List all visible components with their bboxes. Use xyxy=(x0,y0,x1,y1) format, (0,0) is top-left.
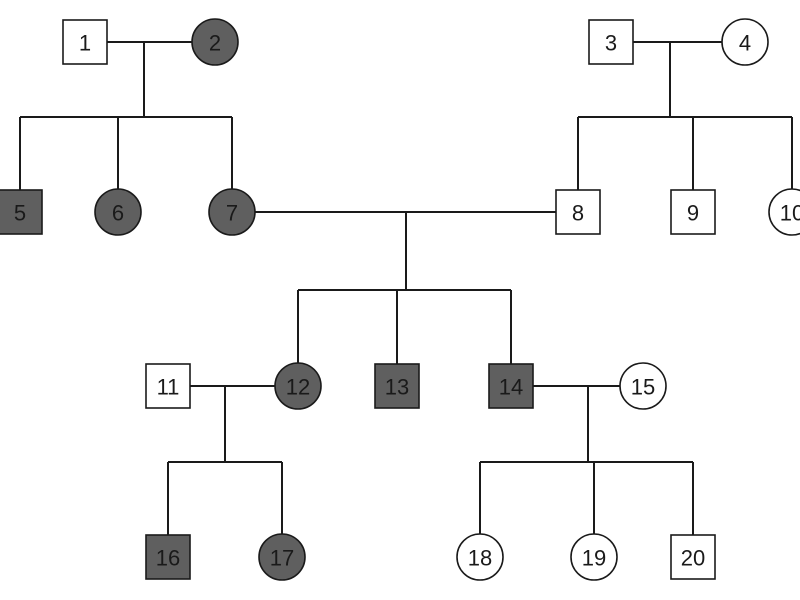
affected-female-circle xyxy=(274,362,322,410)
individual-label-14: 14 xyxy=(499,375,523,400)
unaffected-female-circle xyxy=(570,533,618,581)
unaffected-female-circle xyxy=(721,18,769,66)
individual-6: 6 xyxy=(94,188,142,236)
individual-label-16: 16 xyxy=(156,546,180,571)
individual-17: 17 xyxy=(258,533,306,581)
affected-female-circle xyxy=(208,188,256,236)
affected-female-circle xyxy=(191,18,239,66)
individual-2: 2 xyxy=(191,18,239,66)
individual-label-15: 15 xyxy=(631,375,655,400)
individual-16: 16 xyxy=(145,534,191,580)
individual-label-18: 18 xyxy=(468,546,492,571)
unaffected-male-square xyxy=(588,19,634,65)
affected-female-circle xyxy=(258,533,306,581)
individual-12: 12 xyxy=(274,362,322,410)
individual-label-8: 8 xyxy=(572,201,584,226)
individual-label-5: 5 xyxy=(14,201,26,226)
individual-19: 19 xyxy=(570,533,618,581)
unaffected-female-circle xyxy=(456,533,504,581)
individual-label-20: 20 xyxy=(681,546,705,571)
individual-18: 18 xyxy=(456,533,504,581)
individual-label-4: 4 xyxy=(739,31,751,56)
individual-label-19: 19 xyxy=(582,546,606,571)
individual-9: 9 xyxy=(670,189,716,235)
individual-15: 15 xyxy=(619,362,667,410)
unaffected-male-square xyxy=(145,363,191,409)
individual-20: 20 xyxy=(670,534,716,580)
individual-4: 4 xyxy=(721,18,769,66)
individual-label-1: 1 xyxy=(79,31,91,56)
pedigree-lines xyxy=(19,41,793,557)
individual-label-10: 10 xyxy=(780,201,800,226)
individual-1: 1 xyxy=(62,19,108,65)
individual-label-2: 2 xyxy=(209,31,221,56)
unaffected-male-square xyxy=(555,189,601,235)
individual-13: 13 xyxy=(374,363,420,409)
unaffected-female-circle xyxy=(619,362,667,410)
unaffected-female-circle xyxy=(768,188,800,236)
individual-11: 11 xyxy=(145,363,191,409)
individual-label-13: 13 xyxy=(385,375,409,400)
affected-male-square xyxy=(0,189,43,235)
affected-male-square xyxy=(488,363,534,409)
individual-label-9: 9 xyxy=(687,201,699,226)
individual-label-3: 3 xyxy=(605,31,617,56)
unaffected-male-square xyxy=(670,534,716,580)
individual-3: 3 xyxy=(588,19,634,65)
individual-7: 7 xyxy=(208,188,256,236)
affected-male-square xyxy=(374,363,420,409)
unaffected-male-square xyxy=(670,189,716,235)
individual-label-12: 12 xyxy=(286,375,310,400)
affected-male-square xyxy=(145,534,191,580)
individual-14: 14 xyxy=(488,363,534,409)
individual-8: 8 xyxy=(555,189,601,235)
individual-label-11: 11 xyxy=(157,375,180,400)
individual-label-6: 6 xyxy=(112,201,124,226)
individual-10: 10 xyxy=(768,188,800,236)
affected-female-circle xyxy=(94,188,142,236)
individual-label-7: 7 xyxy=(226,201,238,226)
unaffected-male-square xyxy=(62,19,108,65)
individual-5: 5 xyxy=(0,189,43,235)
individual-label-17: 17 xyxy=(270,546,294,571)
